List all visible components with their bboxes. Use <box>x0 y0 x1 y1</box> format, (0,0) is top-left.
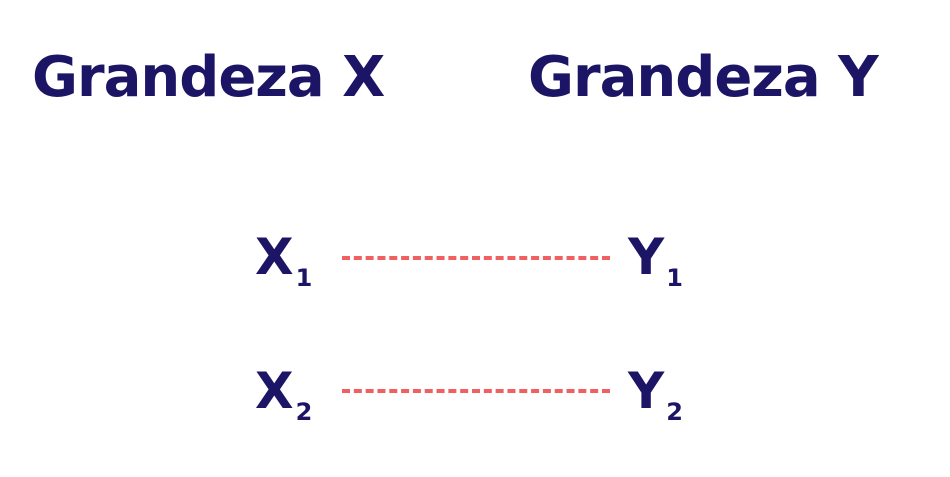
header-grandeza-x: Grandeza X <box>32 45 385 110</box>
header-grandeza-y: Grandeza Y <box>528 45 879 110</box>
y2-label: Y2 <box>628 362 683 426</box>
x1-label: X1 <box>255 228 313 292</box>
dashed-connector-1 <box>342 256 610 260</box>
x2-label: X2 <box>255 362 313 426</box>
y1-label: Y1 <box>628 228 683 292</box>
dashed-connector-2 <box>342 389 610 393</box>
